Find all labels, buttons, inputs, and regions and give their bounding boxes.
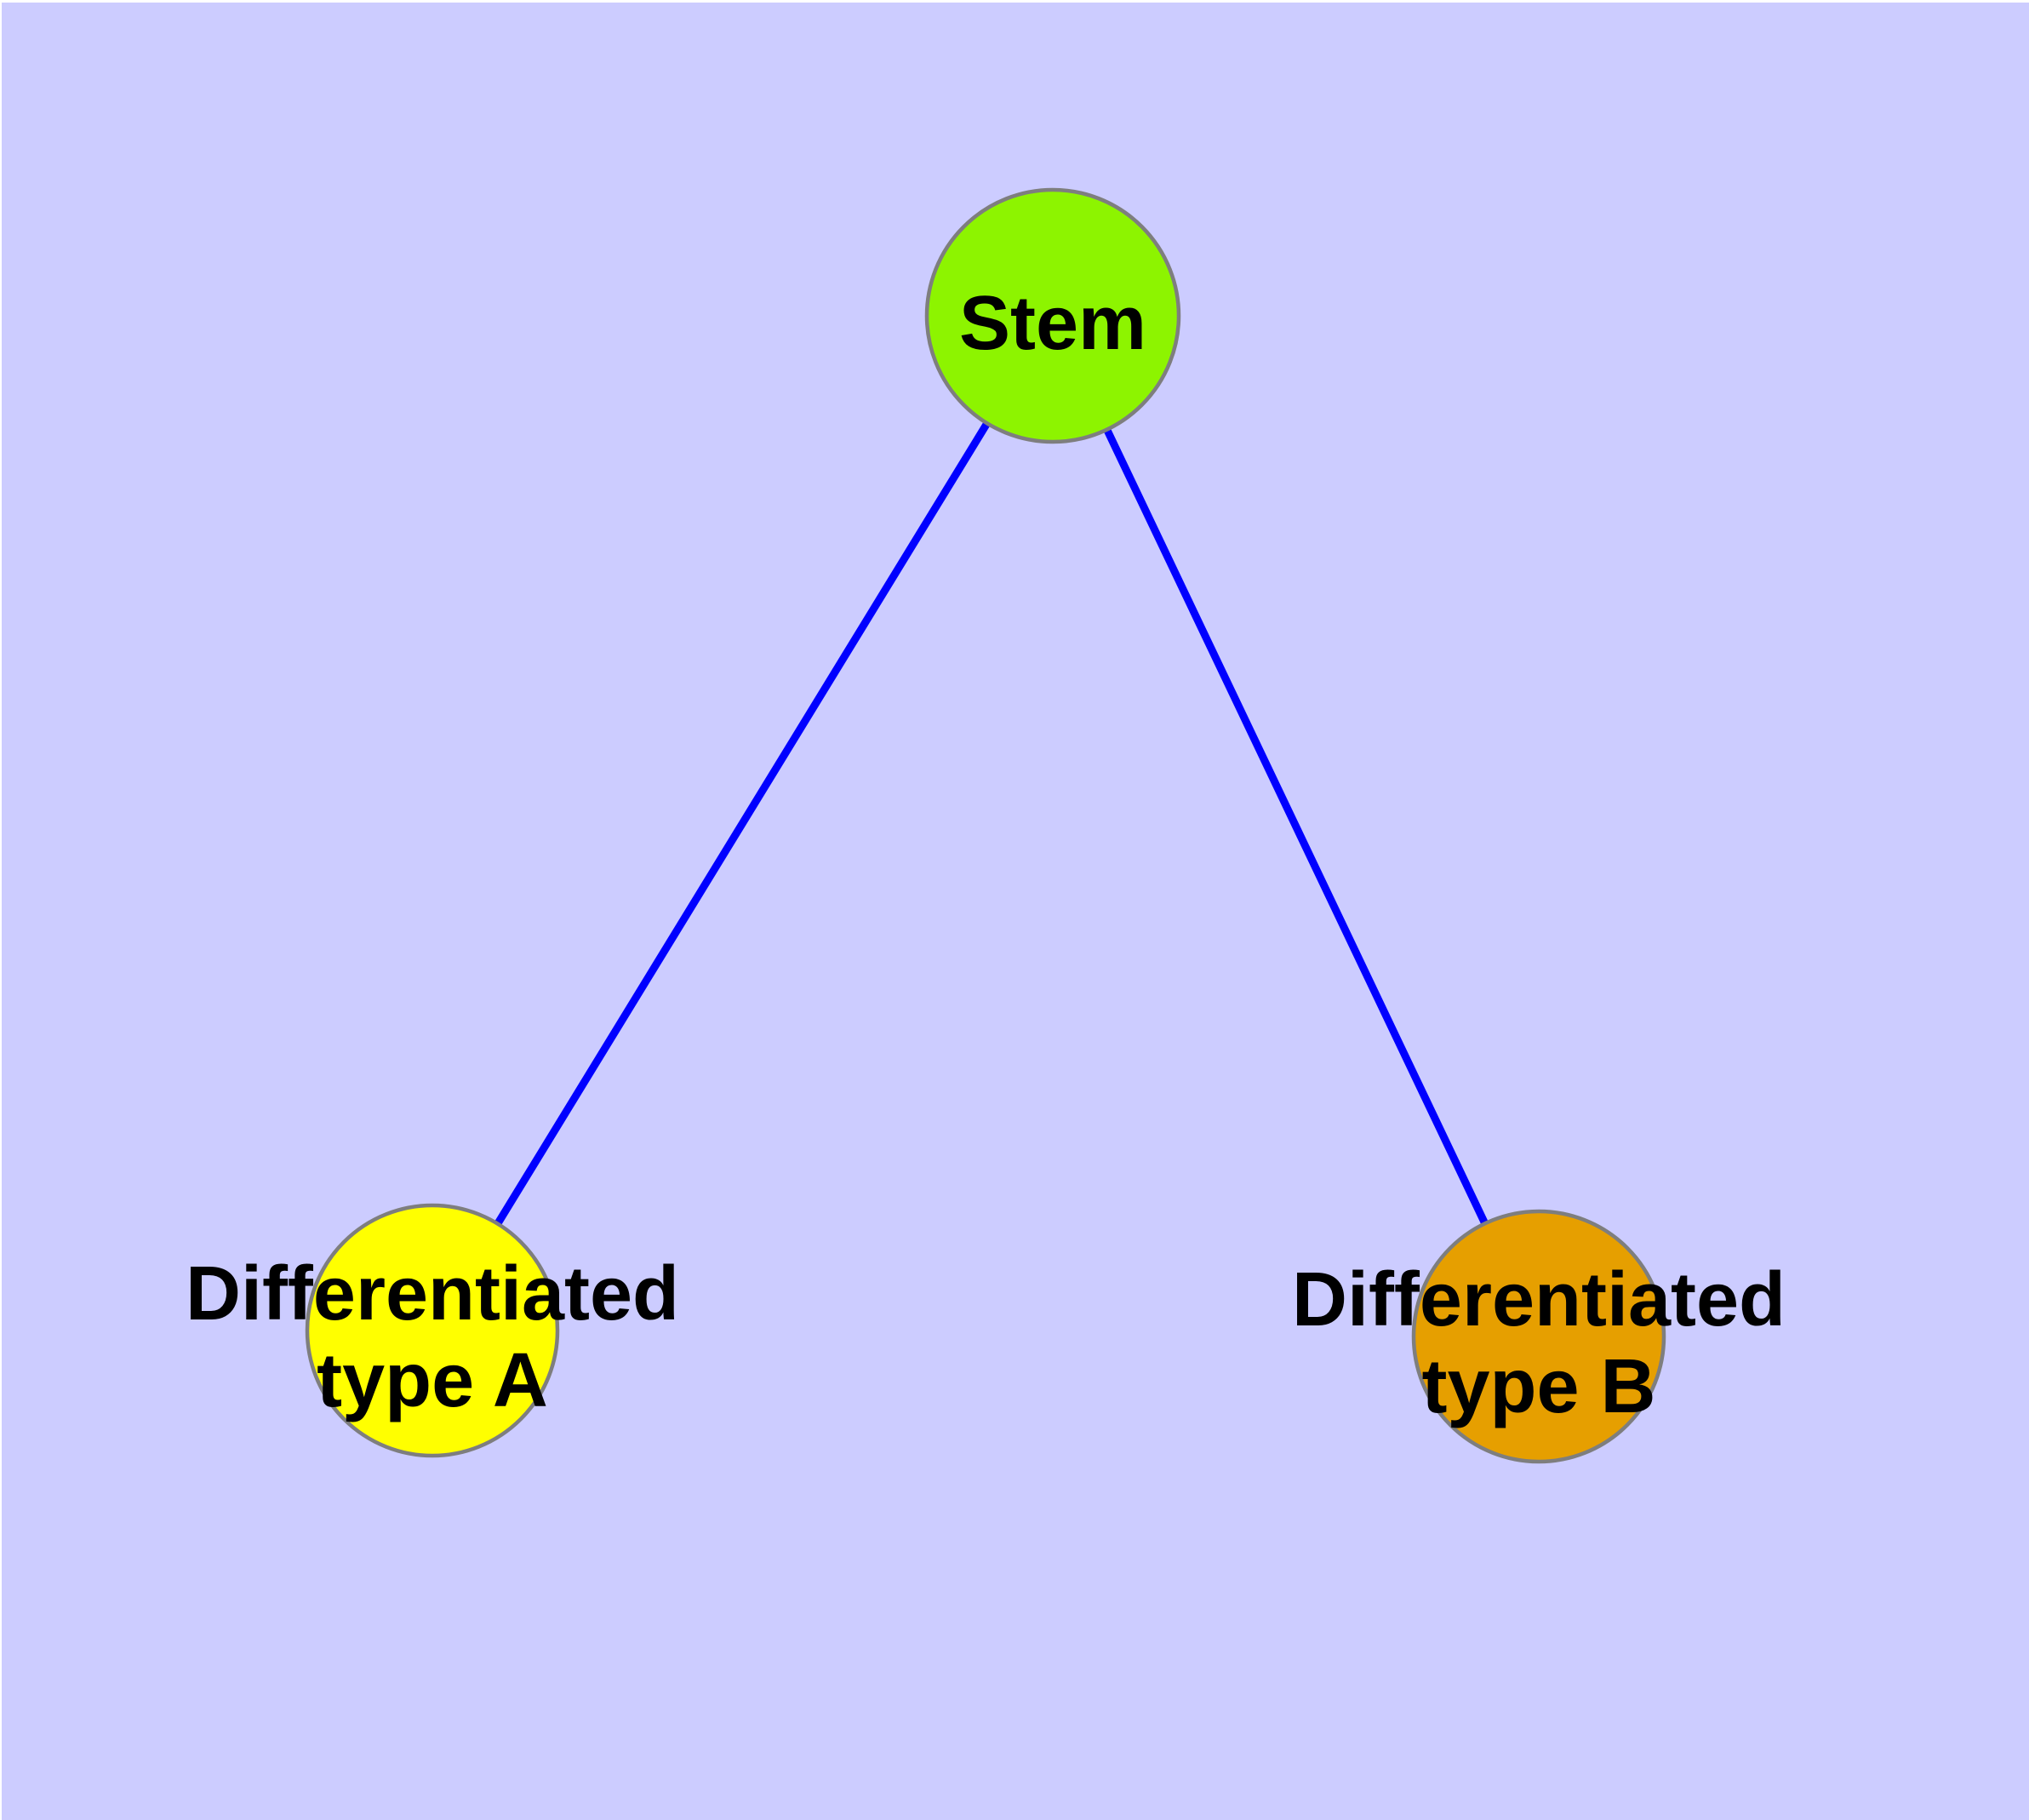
node-type-a-label-line2: type A bbox=[317, 1338, 548, 1423]
node-type-b-label-line1: Differentiated bbox=[1292, 1257, 1786, 1342]
edge-stem-to-type-b bbox=[1049, 314, 1543, 1338]
node-type-a-label-line1: Differentiated bbox=[186, 1251, 679, 1336]
node-labels: Stem Differentiated type A Differentiate… bbox=[186, 281, 1786, 1429]
edge-stem-to-type-a bbox=[429, 313, 1056, 1333]
edges bbox=[429, 313, 1543, 1338]
node-stem bbox=[924, 187, 1181, 444]
node-type-b-label-line2: type B bbox=[1421, 1344, 1655, 1429]
node-differentiated-type-b bbox=[1411, 1209, 1666, 1464]
nodes bbox=[305, 187, 1666, 1464]
node-stem-label: Stem bbox=[959, 281, 1146, 366]
node-differentiated-type-a bbox=[305, 1203, 560, 1458]
